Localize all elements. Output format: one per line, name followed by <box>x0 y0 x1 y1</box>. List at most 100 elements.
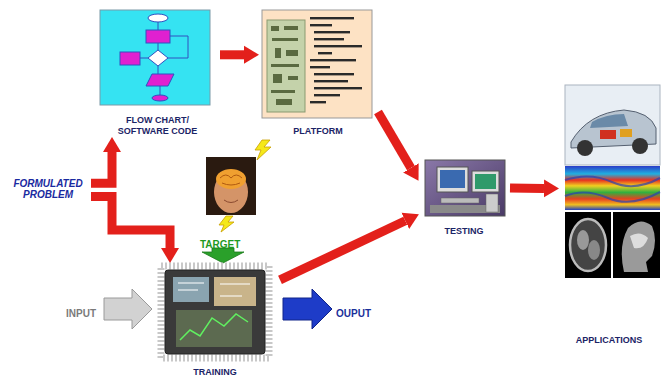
input-label: INPUT <box>66 303 96 321</box>
platform-illustration <box>286 50 298 56</box>
applications-illustration <box>620 129 632 137</box>
platform-illustration <box>271 64 299 67</box>
applications-illustration <box>622 221 655 272</box>
applications-illustration <box>577 140 593 156</box>
testing-illustration <box>486 194 498 212</box>
flow-arrow <box>91 152 112 183</box>
applications-illustration <box>613 212 660 278</box>
flowchart-illustration <box>152 95 168 101</box>
flowchart-box: FLOW CHART/ SOFTWARE CODE <box>95 8 220 138</box>
flowchart-illustration <box>148 14 168 22</box>
platform-illustration <box>310 17 354 19</box>
brain-illustration <box>220 175 242 185</box>
platform-illustration <box>262 10 372 118</box>
target-label: TARGET <box>200 239 240 250</box>
chip-illustration <box>165 270 265 354</box>
platform-illustration <box>314 73 354 75</box>
training-box: TRAINING <box>150 262 280 379</box>
input-arrow <box>104 289 152 329</box>
platform-illustration <box>271 90 295 93</box>
platform-illustration <box>314 87 362 89</box>
applications-illustration <box>590 114 628 128</box>
applications-illustration <box>630 233 648 248</box>
chip-illustration <box>180 314 248 340</box>
platform-illustration <box>314 38 344 40</box>
platform-illustration <box>284 26 298 30</box>
brain-illustration <box>206 157 256 215</box>
applications-box: APPLICATIONS <box>558 83 660 347</box>
input-label: INPUT <box>66 308 96 319</box>
target-arrow <box>202 248 244 263</box>
testing-illustration <box>475 174 496 189</box>
platform-illustration <box>310 59 356 61</box>
flow-arrow <box>280 221 405 280</box>
platform-illustration <box>314 94 340 96</box>
lightning-bolt <box>219 216 234 232</box>
applications-illustration <box>577 230 589 250</box>
platform-illustration <box>273 74 282 83</box>
brain-illustration <box>224 200 238 203</box>
platform-box: PLATFORM <box>258 8 378 138</box>
chip-illustration <box>214 277 256 306</box>
platform-illustration <box>271 26 299 105</box>
platform-illustration <box>310 17 362 103</box>
testing-illustration <box>437 167 468 192</box>
platform-illustration <box>310 101 326 103</box>
flowchart-illustration <box>140 22 188 95</box>
chip-illustration <box>178 283 250 296</box>
output-arrow <box>283 289 332 329</box>
applications-illustration <box>565 85 660 278</box>
applications-illustration <box>588 240 600 260</box>
chip-illustration <box>161 266 269 358</box>
platform-illustration <box>310 66 330 68</box>
target-arrow <box>202 248 244 263</box>
platform-illustration <box>314 31 350 33</box>
brain-illustration <box>216 169 246 189</box>
testing-box: TESTING <box>418 158 510 238</box>
node-label: TRAINING <box>193 367 237 377</box>
flowchart-illustration <box>146 74 174 86</box>
lightning-bolt <box>219 140 271 232</box>
applications-illustration <box>565 166 660 210</box>
brain-illustration <box>206 157 256 215</box>
platform-illustration <box>271 26 279 31</box>
flowchart-illustration <box>148 50 168 66</box>
flow-arrow <box>91 197 170 248</box>
node-label: FLOW CHART/ SOFTWARE CODE <box>108 115 208 136</box>
platform-illustration <box>310 24 332 26</box>
applications-illustration <box>565 176 660 201</box>
platform-illustration <box>314 45 362 47</box>
testing-illustration <box>472 171 499 192</box>
testing-illustration <box>440 170 465 188</box>
platform-illustration <box>267 20 305 112</box>
flowchart-illustration <box>100 10 210 105</box>
input-arrow <box>104 289 152 329</box>
lightning-bolt <box>255 140 271 160</box>
platform-illustration <box>276 99 292 105</box>
problem-box: FORMULATED PROBLEM <box>5 170 91 208</box>
flowchart-illustration <box>140 22 188 95</box>
chip-illustration <box>176 310 252 347</box>
testing-illustration <box>425 160 505 216</box>
flowchart-illustration <box>120 52 140 65</box>
flow-arrow <box>378 112 411 168</box>
applications-illustration <box>565 212 611 278</box>
applications-illustration <box>565 85 660 165</box>
node-label: FORMULATED PROBLEM <box>8 178 88 201</box>
platform-illustration <box>275 48 281 58</box>
target-label: TARGET <box>200 234 240 252</box>
output-label: OUPUT <box>336 308 371 319</box>
applications-illustration <box>632 138 648 154</box>
flow-arrow <box>510 184 544 193</box>
platform-illustration <box>318 52 332 54</box>
platform-illustration <box>288 76 298 80</box>
flowchart-illustration <box>146 30 170 43</box>
flow-arrow <box>220 50 244 59</box>
applications-illustration <box>600 130 616 139</box>
node-label: TESTING <box>444 226 483 236</box>
applications-illustration <box>570 219 606 271</box>
platform-illustration <box>262 10 372 118</box>
